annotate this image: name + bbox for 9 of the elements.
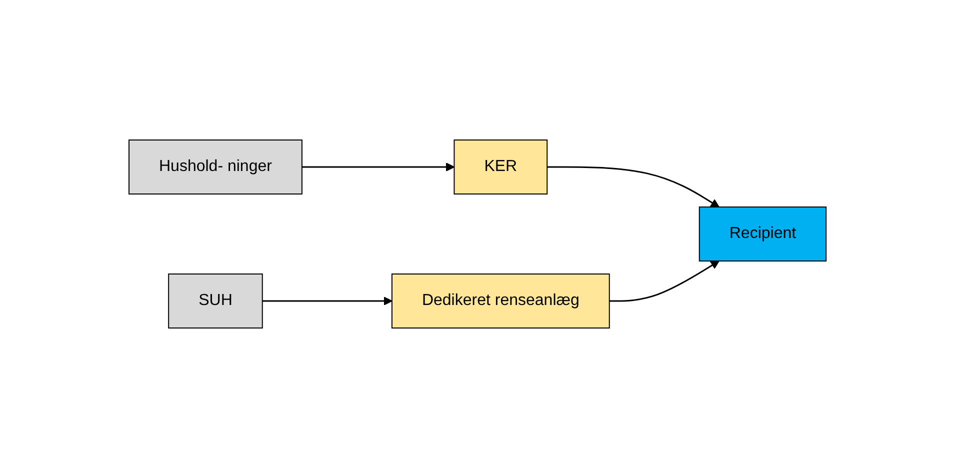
node-box: Hushold- ninger xyxy=(128,139,302,194)
node-box: KER xyxy=(454,139,548,194)
node-box: SUH xyxy=(168,273,263,328)
arrow xyxy=(609,260,720,302)
arrow xyxy=(262,296,392,305)
arrow xyxy=(547,166,720,207)
node-box: Recipient xyxy=(698,206,827,261)
arrow xyxy=(302,162,455,171)
node-box: Dedikeret renseanlæg xyxy=(391,273,610,328)
